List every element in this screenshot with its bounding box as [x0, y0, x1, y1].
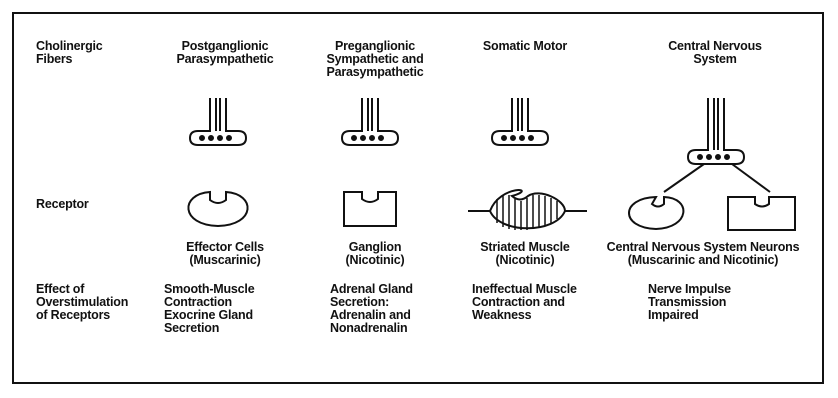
- nerve-terminal-icon-preganglionic: [342, 98, 398, 145]
- effect-adrenal-gland: Adrenal Gland Secretion: Adrenalin and N…: [330, 283, 413, 335]
- effector-cell-receptor-icon: [188, 192, 247, 226]
- effect-smooth-muscle: Smooth-Muscle Contraction Exocrine Gland…: [164, 283, 254, 335]
- receptor-effector-cells: Effector Cells (Muscarinic): [150, 241, 300, 267]
- cns-branch-lines: [664, 164, 770, 192]
- receptor-cns-neurons: Central Nervous System Neurons (Muscarin…: [592, 241, 814, 267]
- nerve-terminal-icon-somatic-motor: [492, 98, 548, 145]
- nerve-terminal-icon-cns: [688, 98, 744, 164]
- nerve-terminal-icon-postganglionic: [190, 98, 246, 145]
- effect-nerve-impulse: Nerve Impulse Transmission Impaired: [648, 283, 731, 322]
- effect-ineffectual-muscle: Ineffectual Muscle Contraction and Weakn…: [472, 283, 577, 322]
- receptor-ganglion: Ganglion (Nicotinic): [300, 241, 450, 267]
- cns-nicotinic-receptor-icon: [728, 197, 795, 230]
- cns-muscarinic-receptor-icon: [629, 197, 683, 229]
- ganglion-receptor-icon: [344, 192, 396, 226]
- striated-muscle-receptor-icon: [468, 190, 587, 230]
- receptor-striated-muscle: Striated Muscle (Nicotinic): [450, 241, 600, 267]
